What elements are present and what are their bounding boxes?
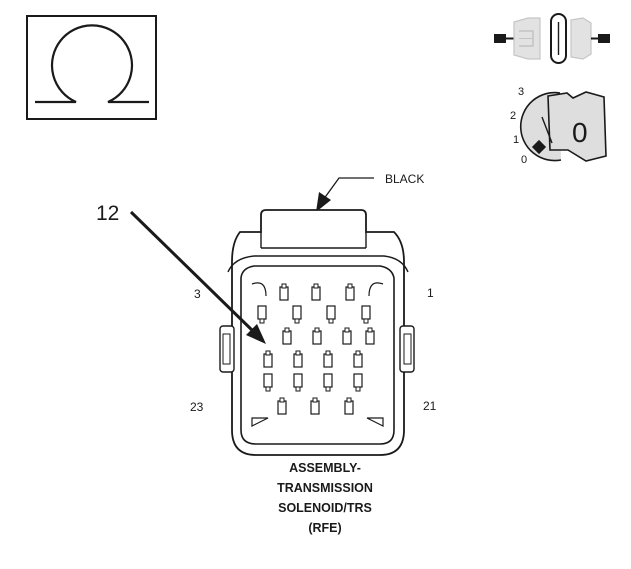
callout-arrow-icon [129, 210, 266, 344]
caption-line-1: ASSEMBLY- [289, 461, 361, 475]
pin-cavity [345, 283, 355, 301]
color-leader-arrowhead [316, 192, 331, 212]
connector-pin-cavities [257, 283, 375, 415]
connector-color-label: BLACK [385, 172, 424, 186]
connector-caption: ASSEMBLY- TRANSMISSION SOLENOID/TRS (RFE… [220, 458, 430, 538]
pin-cavity [277, 397, 287, 415]
pin-cavity [361, 305, 371, 324]
ignition-position-3: 3 [518, 86, 524, 98]
transmission-solenoid-connector [219, 209, 415, 456]
pin-cavity [257, 305, 267, 324]
pin-cavity [310, 397, 320, 415]
pin-cavity [311, 283, 321, 301]
pin-cavity [323, 350, 333, 368]
pin-label-top-right: 1 [427, 286, 434, 300]
pin-cavity [282, 327, 292, 345]
pin-cavity [263, 373, 273, 392]
pin-label-bottom-right: 21 [423, 399, 437, 413]
ignition-key-icon: 3 2 1 0 0 [510, 86, 607, 166]
ohmmeter-icon [26, 15, 157, 120]
pin-label-top-left: 3 [194, 287, 201, 301]
pin-cavity [263, 350, 273, 368]
pin-cavity [279, 283, 289, 301]
pin-cavity [293, 350, 303, 368]
pin-cavity [365, 327, 375, 345]
pin-cavity [323, 373, 333, 392]
pin-cavity [293, 373, 303, 392]
caption-line-4: (RFE) [308, 521, 342, 535]
pin-cavity [353, 350, 363, 368]
ignition-position-2: 2 [510, 110, 516, 122]
pin-cavity [353, 373, 363, 392]
pin-cavity [326, 305, 336, 324]
pin-cavity [312, 327, 322, 345]
caption-line-3: SOLENOID/TRS [278, 501, 372, 515]
pin-cavity [344, 397, 354, 415]
ignition-position-0: 0 [521, 154, 527, 166]
pin-cavity [292, 305, 302, 324]
caption-line-2: TRANSMISSION [277, 481, 373, 495]
pin-label-bottom-left: 23 [190, 400, 204, 414]
pin-cavity [342, 327, 352, 345]
disconnected-connector-icon [494, 13, 610, 64]
ignition-position-1: 1 [513, 134, 519, 146]
ignition-key-label: 0 [572, 117, 588, 148]
callout-pin-number: 12 [96, 202, 119, 225]
